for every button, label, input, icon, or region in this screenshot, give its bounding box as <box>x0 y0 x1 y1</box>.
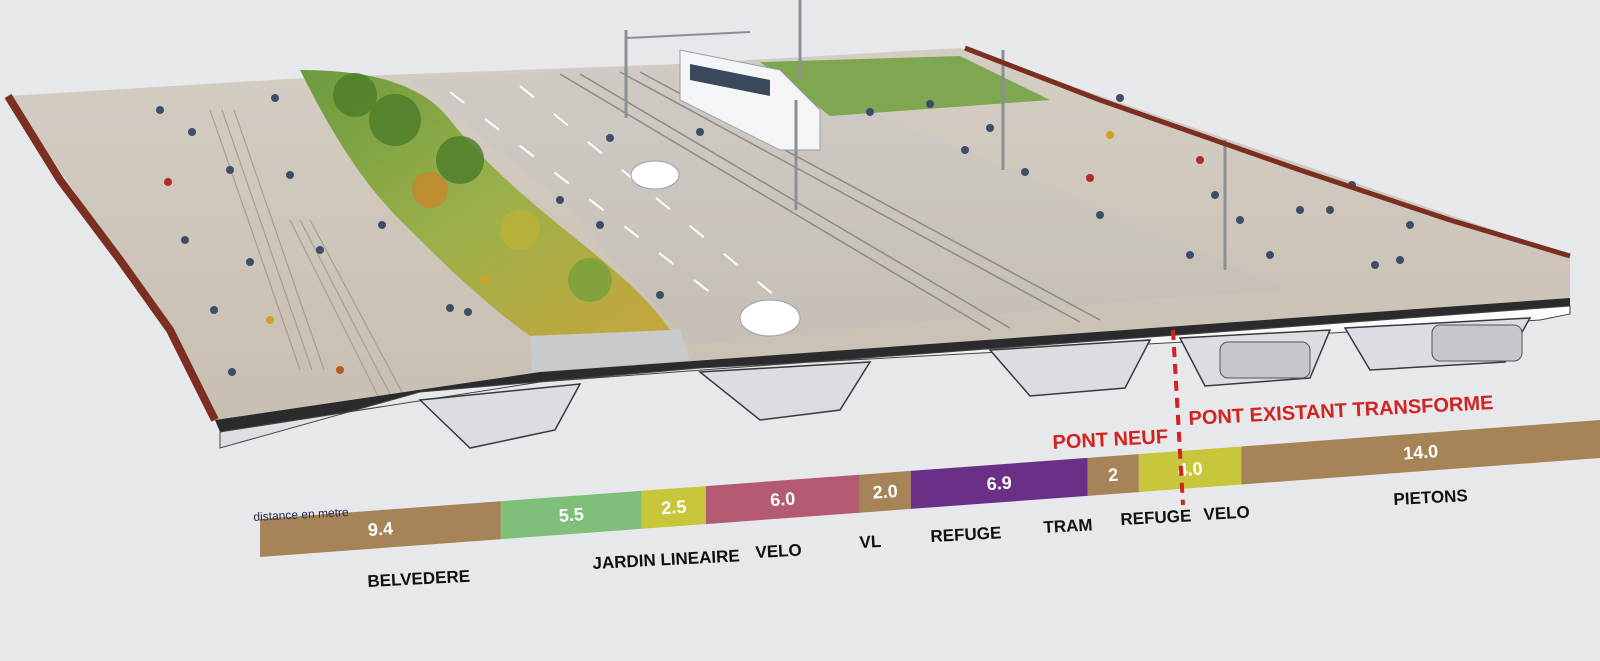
dimension-segment-5 <box>910 457 1088 509</box>
dimension-value-6: 2 <box>1107 465 1118 486</box>
segment-label-vl: VL <box>859 531 882 552</box>
segment-label-refuge-1: REFUGE <box>930 523 1002 546</box>
car-1 <box>630 160 680 190</box>
dimension-segment-7 <box>1138 446 1242 493</box>
tram-vehicle <box>679 49 821 151</box>
segment-label-velo-2: VELO <box>1203 502 1251 524</box>
dimension-value-1: 5.5 <box>558 504 584 526</box>
dimension-bar <box>260 420 1600 557</box>
roadway <box>410 62 1290 345</box>
segment-label-pietons: PIETONS <box>1393 486 1469 509</box>
left-railing <box>4 93 219 422</box>
belvedere-steps <box>209 109 405 401</box>
right-railing <box>964 45 1571 259</box>
dimension-value-2: 2.5 <box>661 497 687 519</box>
dimension-segment-6 <box>1087 454 1139 496</box>
dimension-segment-2 <box>641 486 706 529</box>
car-2 <box>739 299 801 337</box>
lawn <box>760 56 1050 116</box>
dimension-segment-0 <box>260 501 501 557</box>
dimension-value-7: 4.0 <box>1177 458 1203 480</box>
garden-wall <box>530 330 690 372</box>
catenary-poles <box>624 0 1227 270</box>
dimension-segment-8 <box>1241 420 1600 485</box>
dimension-value-3: 6.0 <box>769 489 795 511</box>
road-markings <box>449 85 781 301</box>
dimension-value-4: 2.0 <box>872 481 898 503</box>
dimension-value-8: 14.0 <box>1402 441 1438 463</box>
bridge-divider-line <box>1171 329 1185 506</box>
segment-label-tram: TRAM <box>1043 515 1094 537</box>
dimension-segment-4 <box>859 470 911 513</box>
garden-trees <box>333 73 612 302</box>
dimension-segment-3 <box>705 474 860 525</box>
dimension-segment-1 <box>500 490 642 540</box>
pedestrians <box>156 94 1414 376</box>
dimension-value-5: 6.9 <box>986 473 1012 495</box>
dimension-values: 9.4 5.5 2.5 6.0 2.0 6.9 2 4.0 14.0 <box>367 441 1439 540</box>
dimension-value-0: 9.4 <box>367 518 393 540</box>
existing-bridge-openings <box>1219 324 1523 379</box>
segment-label-refuge-2: REFUGE <box>1120 506 1192 529</box>
segment-label-velo-1: VELO <box>755 540 803 562</box>
deck-edge <box>215 298 1570 432</box>
